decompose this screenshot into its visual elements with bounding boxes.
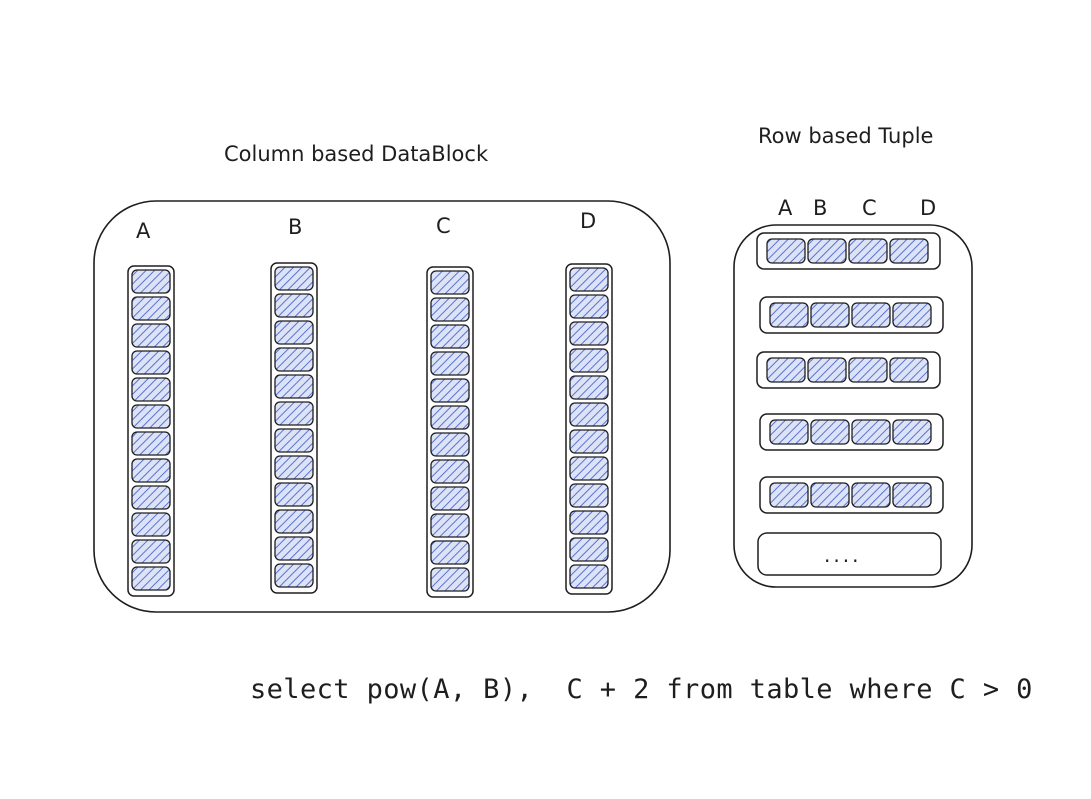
- column-cell: [569, 348, 609, 373]
- row-tuple: [756, 351, 941, 389]
- column-cell: [569, 537, 609, 562]
- column-cell: [274, 509, 314, 534]
- column-cell: [569, 564, 609, 589]
- row-cell: [892, 419, 932, 445]
- column-strip-a: [127, 265, 175, 597]
- column-cell: [569, 375, 609, 400]
- rows-group: [756, 232, 944, 514]
- column-cell: [131, 458, 171, 483]
- row-cell: [848, 238, 888, 264]
- row-cell: [889, 238, 929, 264]
- diagram-canvas: Column based DataBlock Row based Tuple A…: [93, 124, 973, 613]
- row-cell: [807, 238, 847, 264]
- row-tuple: [759, 476, 944, 514]
- column-cell: [569, 294, 609, 319]
- row-cell: [851, 482, 891, 508]
- column-cell: [430, 324, 470, 349]
- column-cell: [131, 323, 171, 348]
- row-cell: [851, 302, 891, 328]
- column-cell: [274, 455, 314, 480]
- column-cell: [131, 377, 171, 402]
- column-label-a: A: [136, 219, 151, 243]
- row-cell: [892, 302, 932, 328]
- column-cell: [274, 536, 314, 561]
- column-cell: [430, 378, 470, 403]
- column-block-title: Column based DataBlock: [224, 142, 489, 166]
- row-tuple: [759, 413, 944, 451]
- column-cell: [430, 513, 470, 538]
- column-cell: [274, 482, 314, 507]
- column-cell: [569, 321, 609, 346]
- row-cell: [766, 238, 806, 264]
- row-cell: [889, 357, 929, 383]
- column-cell: [430, 486, 470, 511]
- column-cell: [274, 374, 314, 399]
- row-cell: [807, 357, 847, 383]
- row-cell: [810, 302, 850, 328]
- more-rows-box: [757, 532, 942, 576]
- row-header-a: A: [778, 196, 793, 220]
- column-block-container: [93, 200, 671, 613]
- column-cell: [274, 293, 314, 318]
- column-cell: [274, 563, 314, 588]
- column-strip-d: [565, 263, 613, 595]
- column-cell: [274, 347, 314, 372]
- columns-group: [127, 262, 613, 598]
- column-cell: [274, 428, 314, 453]
- row-cell: [851, 419, 891, 445]
- column-cell: [430, 540, 470, 565]
- row-cell: [892, 482, 932, 508]
- column-cell: [430, 432, 470, 457]
- column-cell: [569, 510, 609, 535]
- sql-query: select pow(A, B), C + 2 from table where…: [250, 674, 1033, 705]
- column-cell: [430, 459, 470, 484]
- row-cell: [769, 419, 809, 445]
- column-cell: [430, 351, 470, 376]
- column-cell: [569, 429, 609, 454]
- column-cell: [131, 512, 171, 537]
- column-cell: [430, 405, 470, 430]
- column-cell: [430, 567, 470, 592]
- column-cell: [131, 404, 171, 429]
- column-cell: [131, 431, 171, 456]
- row-cell: [769, 302, 809, 328]
- column-cell: [430, 297, 470, 322]
- row-cell: [848, 357, 888, 383]
- row-cell: [810, 419, 850, 445]
- column-cell: [569, 483, 609, 508]
- column-cell: [569, 456, 609, 481]
- column-cell: [131, 350, 171, 375]
- row-tuple: [756, 232, 941, 270]
- column-cell: [131, 566, 171, 591]
- more-rows-label: ....: [824, 543, 861, 567]
- row-tuple: [759, 296, 944, 334]
- column-cell: [274, 401, 314, 426]
- row-cell: [810, 482, 850, 508]
- column-label-d: D: [580, 209, 596, 233]
- column-cell: [274, 320, 314, 345]
- column-cell: [131, 269, 171, 294]
- row-cell: [769, 482, 809, 508]
- row-block-title: Row based Tuple: [758, 124, 933, 148]
- column-label-c: C: [436, 214, 451, 238]
- row-header-c: C: [862, 196, 877, 220]
- column-cell: [131, 485, 171, 510]
- column-cell: [131, 539, 171, 564]
- column-cell: [430, 270, 470, 295]
- row-block-container: [733, 224, 973, 588]
- column-strip-c: [426, 266, 474, 598]
- column-cell: [569, 402, 609, 427]
- column-cell: [274, 266, 314, 291]
- column-strip-b: [270, 262, 318, 594]
- row-cell: [766, 357, 806, 383]
- column-cell: [131, 296, 171, 321]
- row-header-d: D: [920, 196, 936, 220]
- row-header-b: B: [813, 196, 827, 220]
- column-label-b: B: [288, 215, 302, 239]
- column-cell: [569, 267, 609, 292]
